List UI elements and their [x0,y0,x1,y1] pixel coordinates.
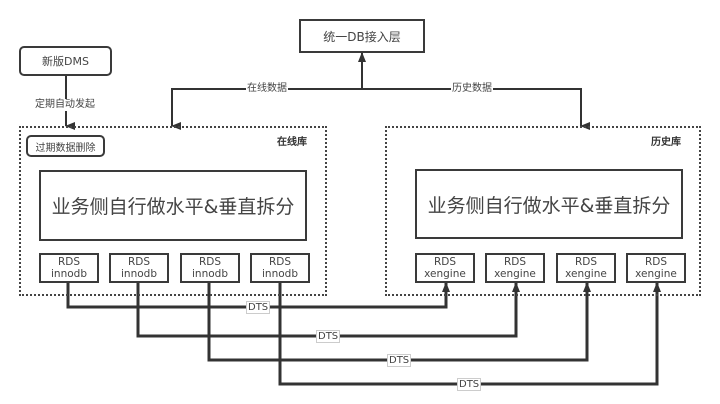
history-data-label: 历史数据 [451,83,493,95]
rds-label: RDS [268,256,292,268]
engine-label: innodb [262,268,298,280]
history-rds-instance: RDS xengine [626,253,686,283]
online-split-box: 业务侧自行做水平&垂直拆分 [39,170,307,241]
history-split-label: 业务侧自行做水平&垂直拆分 [427,194,671,217]
online-rds-instance: RDS innodb [250,253,310,283]
engine-label: xengine [424,268,466,280]
rds-label: RDS [503,256,527,268]
unified-db-access-layer-label: 统一DB接入层 [323,29,401,44]
rds-label: RDS [57,256,81,268]
rds-label: RDS [644,256,668,268]
online-db-container [19,126,327,296]
online-data-label: 在线数据 [246,83,288,95]
online-rds-instance: RDS innodb [180,253,240,283]
dms-trigger-label: 定期自动发起 [34,99,96,111]
history-rds-instance: RDS xengine [415,253,475,283]
history-db-title: 历史库 [651,137,681,148]
dts-label: DTS [246,301,271,314]
dts-label: DTS [316,330,341,343]
unified-db-access-layer: 统一DB接入层 [299,19,425,53]
dts-label: DTS [387,354,412,367]
history-db-container [385,126,701,296]
rds-label: RDS [433,256,457,268]
online-db-title: 在线库 [277,137,307,148]
rds-label: RDS [574,256,598,268]
engine-label: xengine [494,268,536,280]
online-rds-instance: RDS innodb [39,253,99,283]
online-split-label: 业务侧自行做水平&垂直拆分 [51,196,295,218]
rds-label: RDS [198,256,222,268]
rds-label: RDS [127,256,151,268]
engine-label: innodb [192,268,228,280]
dts-label: DTS [457,378,482,391]
engine-label: innodb [51,268,87,280]
history-split-box: 业务侧自行做水平&垂直拆分 [415,169,683,239]
new-dms-label: 新版DMS [42,55,89,68]
expired-data-cleanup-label: 过期数据删除 [35,142,96,154]
online-rds-instance: RDS innodb [109,253,169,283]
history-rds-instance: RDS xengine [485,253,545,283]
engine-label: innodb [121,268,157,280]
new-dms-box: 新版DMS [19,46,112,76]
history-rds-instance: RDS xengine [556,253,616,283]
expired-data-cleanup-box: 过期数据删除 [26,135,105,157]
engine-label: xengine [565,268,607,280]
dts-links [66,282,661,386]
engine-label: xengine [635,268,677,280]
